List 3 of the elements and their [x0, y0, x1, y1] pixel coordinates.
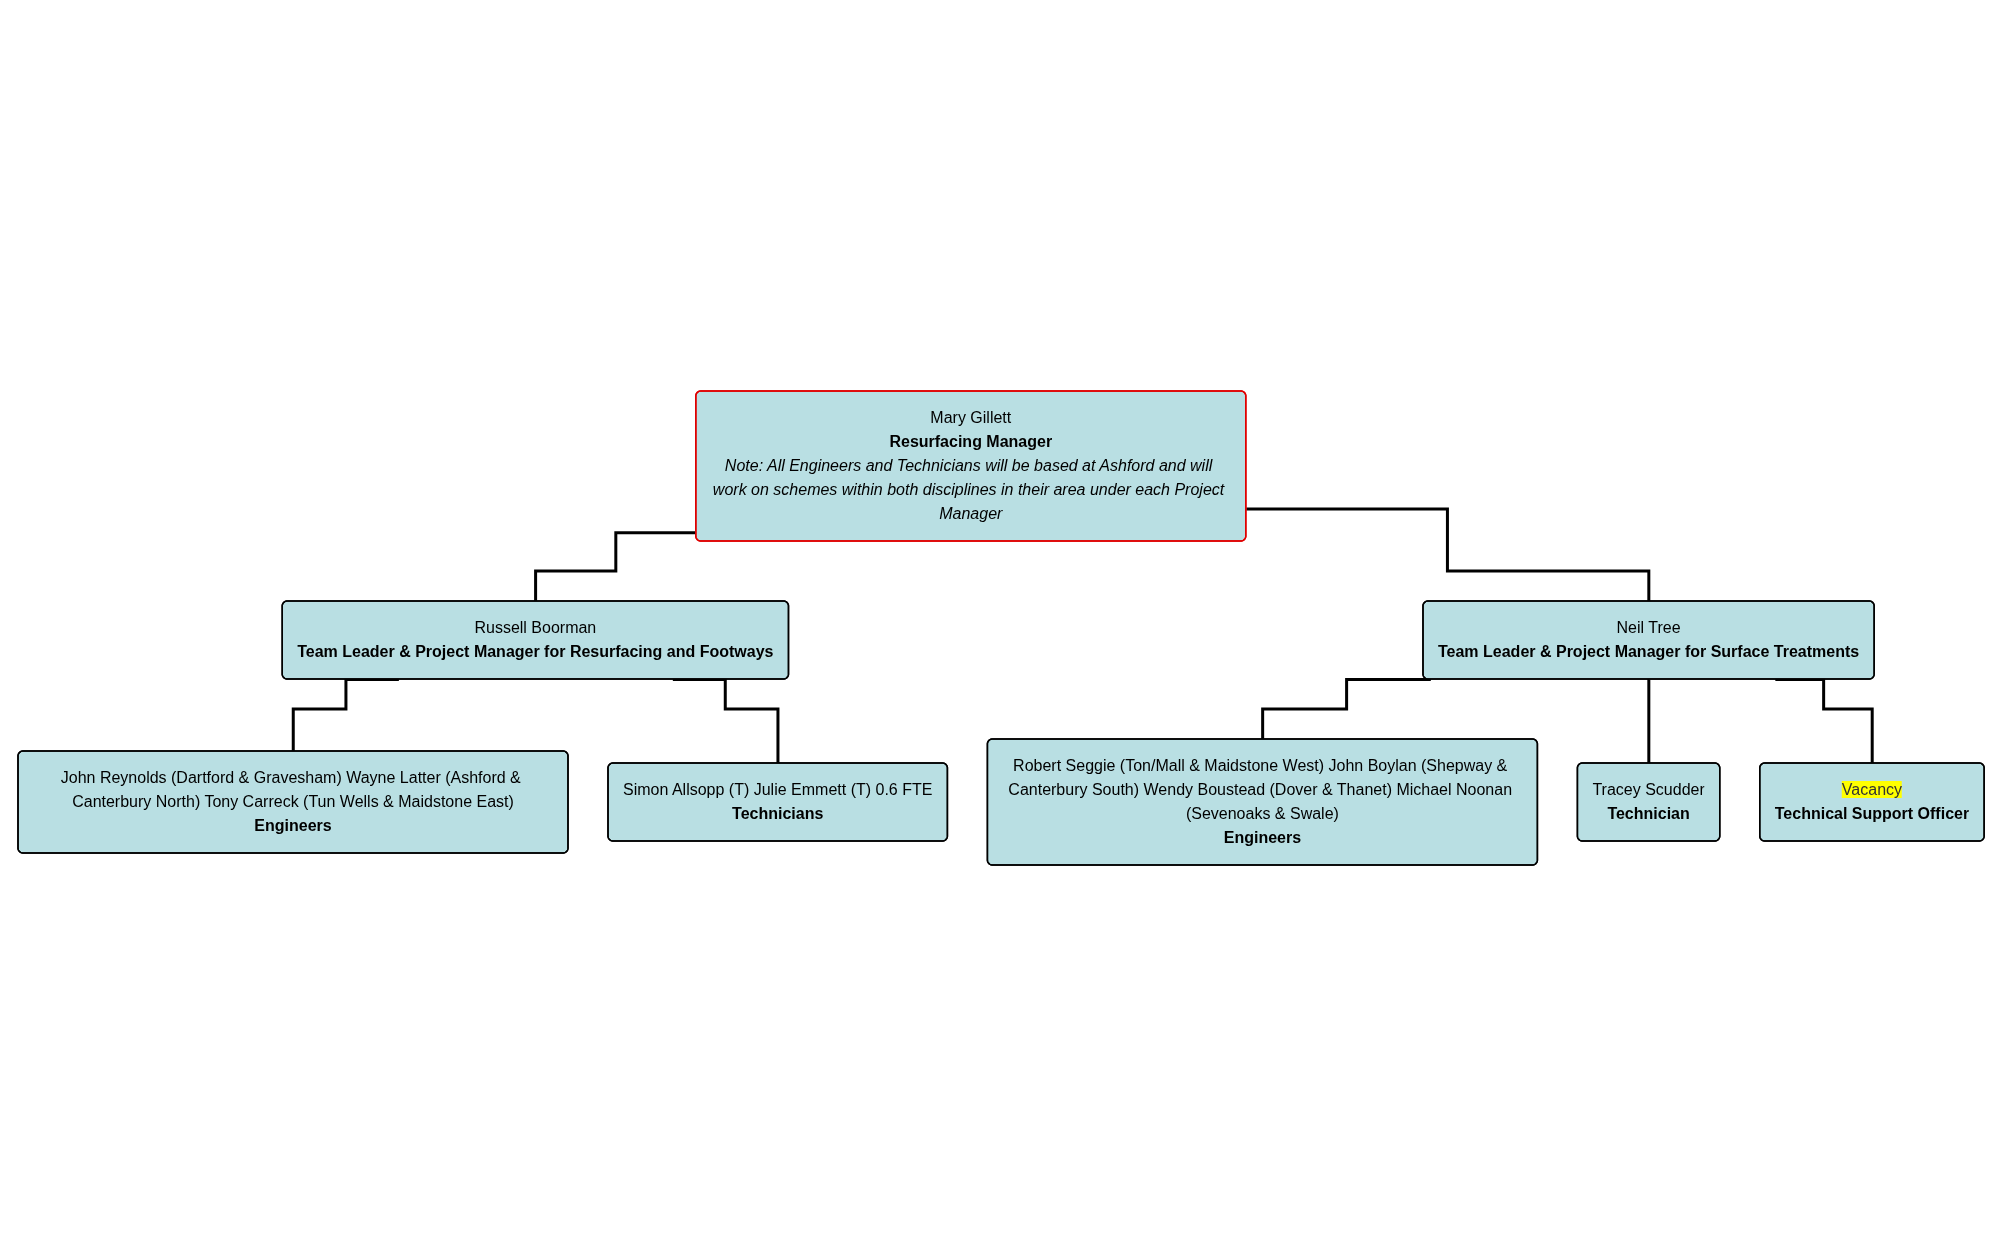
- connector: [1647, 678, 1651, 765]
- connector: [1261, 678, 1431, 741]
- connector: [1246, 507, 1651, 603]
